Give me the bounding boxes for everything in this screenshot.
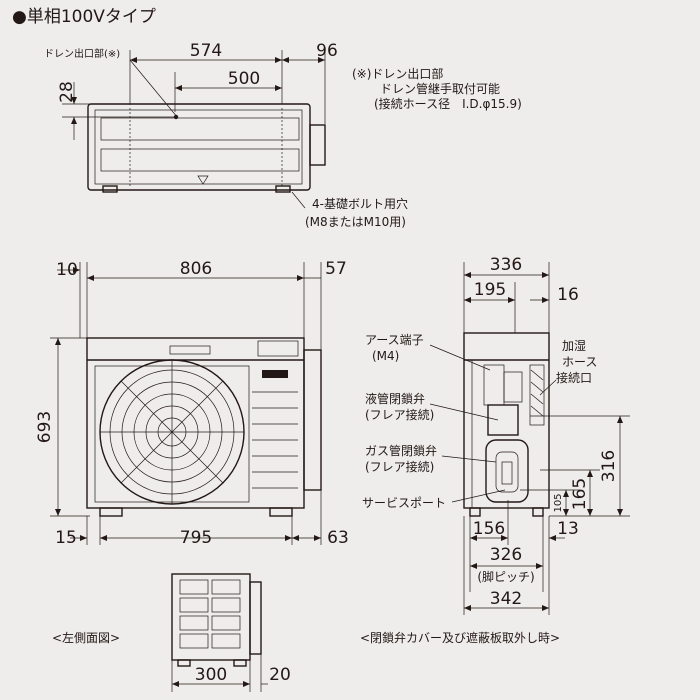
dim-57: 57 <box>325 259 347 279</box>
left-side-view: 300 20 <左側面図> <box>52 573 291 692</box>
dim-13: 13 <box>557 519 579 539</box>
label-humid-3: 接続口 <box>556 370 592 385</box>
dim-300: 300 <box>195 665 227 685</box>
dim-574: 574 <box>190 41 222 61</box>
side-view-caption: <閉鎖弁カバー及び遮蔽板取外し時> <box>360 630 560 645</box>
dim-165: 165 <box>570 478 590 510</box>
drain-outlet-label: ドレン出口部(※) <box>44 47 120 60</box>
dim-693: 693 <box>35 411 55 443</box>
label-gas-valve: ガス管閉鎖弁 <box>365 443 437 458</box>
dim-316: 316 <box>599 450 619 482</box>
bolt-hole-size: (M8またはM10用) <box>305 215 406 229</box>
fan-guard <box>94 359 250 505</box>
label-liquid-valve-type: (フレア接続) <box>365 407 434 422</box>
label-humid-2: ホース <box>562 355 597 369</box>
side-view: 336 195 16 アース端子 (M4) 液管閉鎖弁 (フレア接続) ガス管閉… <box>360 255 630 645</box>
front-view: 10 806 57 693 <box>35 259 349 548</box>
left-view-caption: <左側面図> <box>52 630 120 645</box>
dim-10: 10 <box>56 260 78 280</box>
dim-795: 795 <box>180 528 212 548</box>
dim-16: 16 <box>557 285 579 305</box>
label-earth-terminal-size: (M4) <box>372 349 399 363</box>
top-view: ドレン出口部(※) 574 96 500 28 (※)ドレン <box>44 41 522 229</box>
dim-336: 336 <box>490 255 522 275</box>
dim-806: 806 <box>180 259 212 279</box>
dim-500: 500 <box>228 69 260 89</box>
label-liquid-valve: 液管閉鎖弁 <box>365 391 425 406</box>
page-title: ●単相100Vタイプ <box>12 7 156 27</box>
dim-96: 96 <box>316 41 338 61</box>
note-line-3: (接続ホース径 I.D.φ15.9) <box>374 96 522 111</box>
dim-20: 20 <box>269 665 291 685</box>
dim-28: 28 <box>57 81 77 103</box>
dim-156: 156 <box>473 519 505 539</box>
dim-326: 326 <box>490 545 522 565</box>
label-service-port: サービスポート <box>362 496 446 510</box>
bolt-hole-label: 4-基礎ボルト用穴 <box>312 196 408 211</box>
label-leg-pitch: (脚ピッチ) <box>477 569 534 584</box>
label-humid-1: 加湿 <box>562 338 586 353</box>
dim-105: 105 <box>553 493 564 512</box>
side-fins <box>252 391 298 489</box>
dim-15: 15 <box>55 528 77 548</box>
label-gas-valve-type: (フレア接続) <box>365 459 434 474</box>
dim-342: 342 <box>490 589 522 609</box>
note-line-1: (※)ドレン出口部 <box>352 66 443 81</box>
note-line-2: ドレン管継手取付可能 <box>380 81 500 96</box>
dim-63: 63 <box>327 528 349 548</box>
label-earth-terminal: アース端子 <box>365 333 424 347</box>
dim-195: 195 <box>474 280 506 300</box>
